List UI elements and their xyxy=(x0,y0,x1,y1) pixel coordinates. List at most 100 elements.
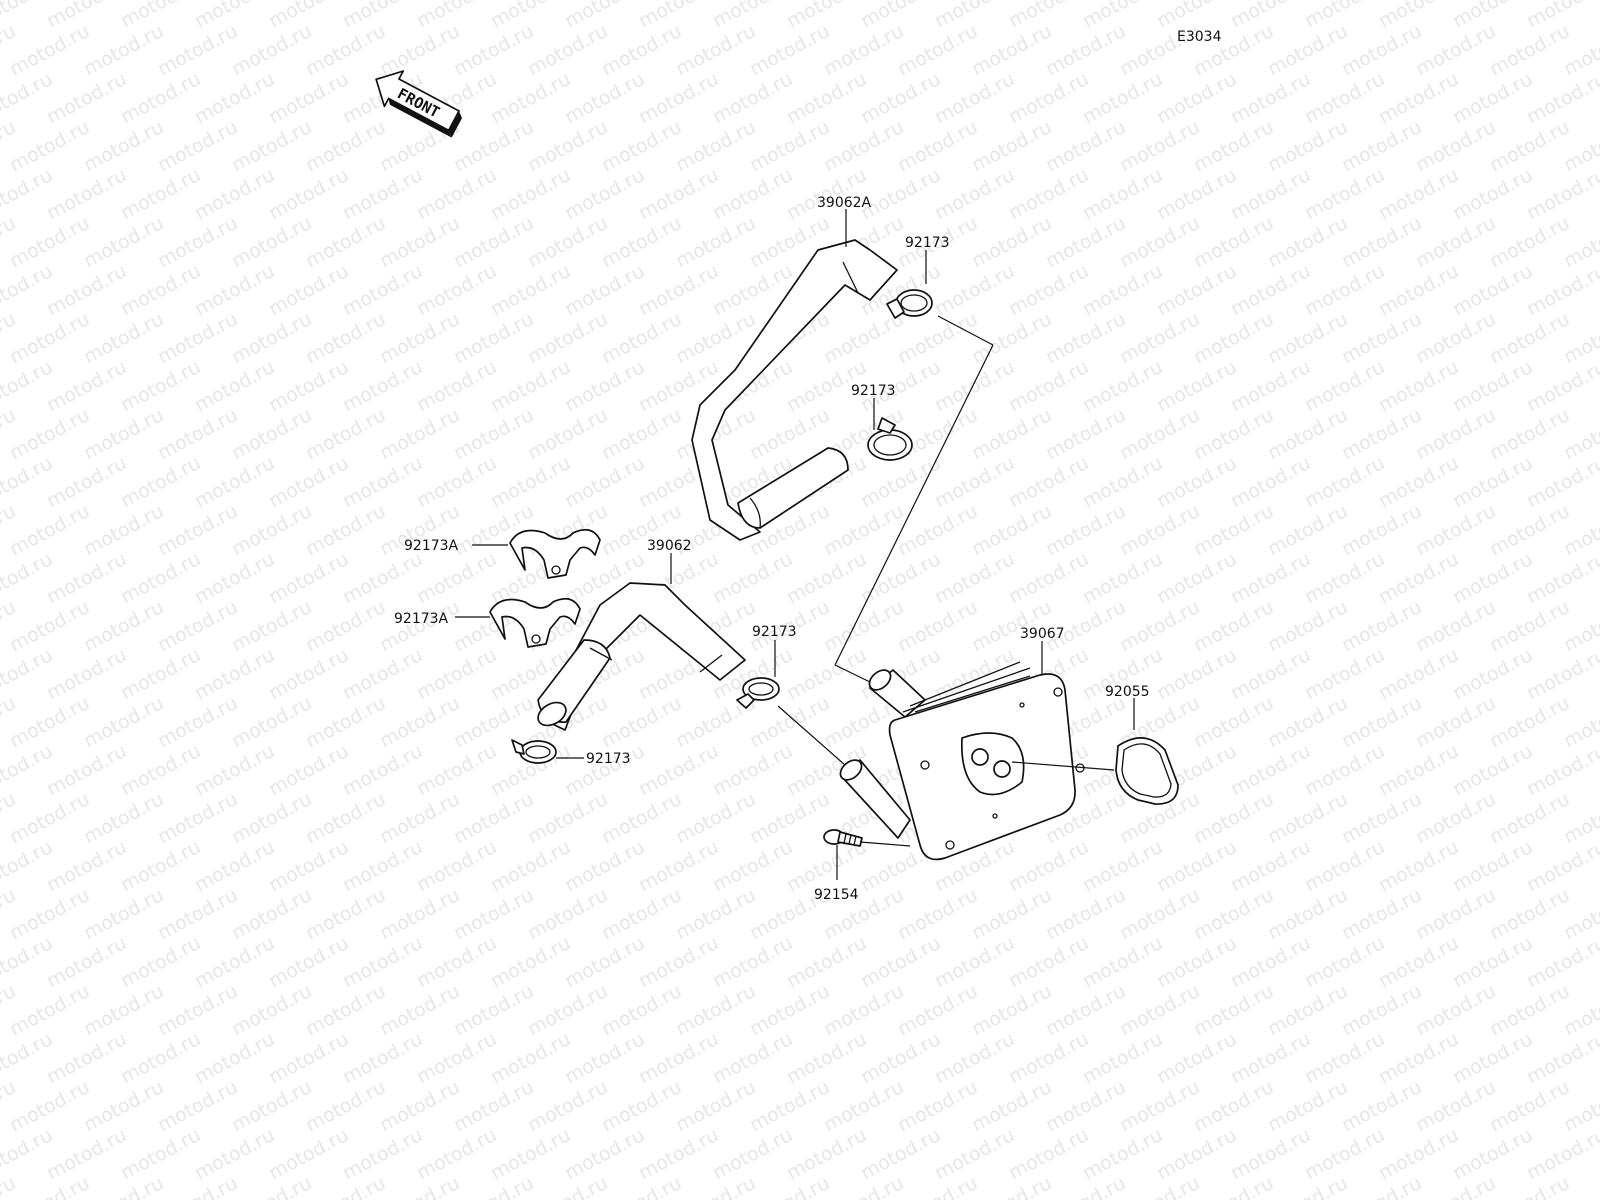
watermark-text: motod.ru xyxy=(968,500,1055,560)
watermark-text: motod.ru xyxy=(561,1028,648,1088)
watermark-text: motod.ru xyxy=(524,788,611,848)
clip-92173a-1 xyxy=(509,528,601,579)
watermark-text: motod.ru xyxy=(228,116,315,176)
watermark-text: motod.ru xyxy=(339,452,426,512)
watermark-text: motod.ru xyxy=(450,1076,537,1136)
watermark-text: motod.ru xyxy=(1375,740,1462,800)
watermark-text: motod.ru xyxy=(154,788,241,848)
watermark-text: motod.ru xyxy=(228,980,315,1040)
watermark-text: motod.ru xyxy=(450,212,537,272)
watermark-text: motod.ru xyxy=(1301,452,1388,512)
watermark-text: motod.ru xyxy=(968,20,1055,80)
watermark-text: motod.ru xyxy=(1449,548,1536,608)
watermark-text: motod.ru xyxy=(1190,212,1277,272)
watermark-text: motod.ru xyxy=(191,932,278,992)
watermark-text: motod.ru xyxy=(1412,20,1499,80)
watermark-text: motod.ru xyxy=(1375,1028,1462,1088)
watermark-text: motod.ru xyxy=(1338,596,1425,656)
watermark-text: motod.ru xyxy=(1227,740,1314,800)
watermark-text: motod.ru xyxy=(1227,548,1314,608)
watermark-text: motod.ru xyxy=(413,452,500,512)
watermark-text: motod.ru xyxy=(783,1028,870,1088)
watermark-text: motod.ru xyxy=(857,1028,944,1088)
watermark-text: motod.ru xyxy=(1116,884,1203,944)
watermark-text: motod.ru xyxy=(487,932,574,992)
watermark-text: motod.ru xyxy=(1486,404,1573,464)
watermark-text: motod.ru xyxy=(1449,836,1536,896)
watermark-text: motod.ru xyxy=(265,644,352,704)
watermark-text: motod.ru xyxy=(894,500,981,560)
label-92154: 92154 xyxy=(814,887,859,903)
watermark-text: motod.ru xyxy=(6,404,93,464)
watermark-text: motod.ru xyxy=(302,116,389,176)
watermark-text: motod.ru xyxy=(376,692,463,752)
watermark-text: motod.ru xyxy=(931,932,1018,992)
watermark-text: motod.ru xyxy=(1227,68,1314,128)
watermark-text: motod.ru xyxy=(1227,164,1314,224)
watermark-text: motod.ru xyxy=(672,20,759,80)
oil-cooler-39067 xyxy=(839,661,1085,861)
label-92173-lower-1: 92173 xyxy=(586,751,631,767)
watermark-text: motod.ru xyxy=(80,212,167,272)
watermark-text: motod.ru xyxy=(1264,500,1351,560)
watermark-text: motod.ru xyxy=(1005,452,1092,512)
watermark-text: motod.ru xyxy=(968,980,1055,1040)
watermark-text: motod.ru xyxy=(1412,788,1499,848)
watermark-text: motod.ru xyxy=(968,404,1055,464)
watermark-text: motod.ru xyxy=(228,596,315,656)
watermark-text: motod.ru xyxy=(450,500,537,560)
watermark-text: motod.ru xyxy=(1597,0,1600,32)
watermark-text: motod.ru xyxy=(6,980,93,1040)
watermark-text: motod.ru xyxy=(302,980,389,1040)
watermark-text: motod.ru xyxy=(783,932,870,992)
leader-lines xyxy=(455,209,1135,880)
watermark-text: motod.ru xyxy=(1301,1124,1388,1184)
watermark-text: motod.ru xyxy=(487,68,574,128)
watermark-text: motod.ru xyxy=(154,116,241,176)
watermark-text: motod.ru xyxy=(783,548,870,608)
watermark-text: motod.ru xyxy=(524,116,611,176)
watermark-text: motod.ru xyxy=(191,836,278,896)
watermark-text: motod.ru xyxy=(1486,788,1573,848)
watermark-text: motod.ru xyxy=(265,932,352,992)
watermark-text: motod.ru xyxy=(635,1124,722,1184)
watermark-text: motod.ru xyxy=(376,788,463,848)
watermark-text: motod.ru xyxy=(1079,164,1166,224)
watermark-text: motod.ru xyxy=(487,452,574,512)
watermark-text: motod.ru xyxy=(450,20,537,80)
watermark-text: motod.ru xyxy=(6,500,93,560)
watermark-text: motod.ru xyxy=(1227,1028,1314,1088)
watermark-text: motod.ru xyxy=(524,884,611,944)
watermark-text: motod.ru xyxy=(1338,20,1425,80)
watermark-text: motod.ru xyxy=(1375,68,1462,128)
watermark-text: motod.ru xyxy=(1486,1076,1573,1136)
watermark-text: motod.ru xyxy=(1042,500,1129,560)
watermark-text: motod.ru xyxy=(894,20,981,80)
watermark-text: motod.ru xyxy=(1005,68,1092,128)
watermark-text: motod.ru xyxy=(1153,356,1240,416)
watermark-text: motod.ru xyxy=(561,68,648,128)
watermark-text: motod.ru xyxy=(80,884,167,944)
watermark-text: motod.ru xyxy=(746,788,833,848)
hose-39062 xyxy=(537,582,746,731)
watermark-text: motod.ru xyxy=(783,1124,870,1184)
watermark-text: motod.ru xyxy=(487,1124,574,1184)
watermark-text: motod.ru xyxy=(1153,548,1240,608)
watermark-text: motod.ru xyxy=(1005,932,1092,992)
watermark-text: motod.ru xyxy=(43,260,130,320)
watermark-text: motod.ru xyxy=(1227,644,1314,704)
clamp-lower-2 xyxy=(736,677,780,709)
label-92173-lower-2: 92173 xyxy=(752,624,797,640)
watermark-text: motod.ru xyxy=(709,740,796,800)
watermark-text: motod.ru xyxy=(339,740,426,800)
watermark-text: motod.ru xyxy=(228,308,315,368)
watermark-text: motod.ru xyxy=(1005,260,1092,320)
watermark-text: motod.ru xyxy=(154,980,241,1040)
watermark-text: motod.ru xyxy=(894,1076,981,1136)
watermark-text: motod.ru xyxy=(524,980,611,1040)
watermark-text: motod.ru xyxy=(524,1076,611,1136)
watermark-text: motod.ru xyxy=(598,308,685,368)
watermark-text: motod.ru xyxy=(857,932,944,992)
watermark-text: motod.ru xyxy=(1153,644,1240,704)
